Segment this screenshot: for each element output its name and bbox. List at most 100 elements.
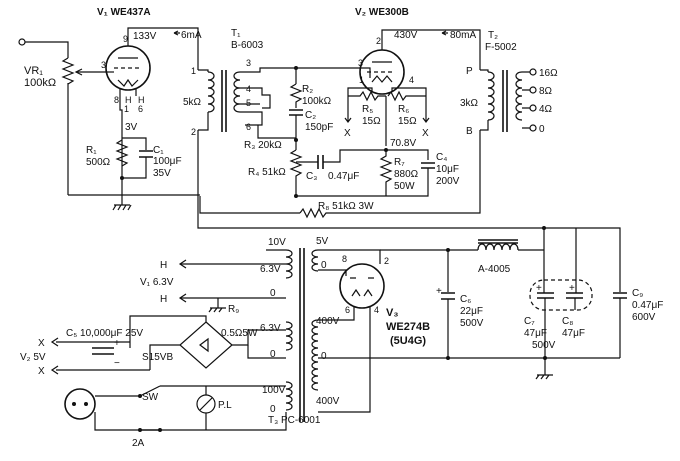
- c7-voltage: 500V: [532, 340, 556, 351]
- r4-resistor: [289, 149, 303, 196]
- t2-out-16: 16Ω: [539, 68, 558, 79]
- v2-current: 80mA: [450, 30, 476, 41]
- c7-plus: +: [536, 283, 542, 294]
- fuse: [138, 428, 162, 432]
- choke-label: A-4005: [478, 264, 511, 275]
- c2-value: 150pF: [305, 122, 333, 133]
- t1-impedance: 5kΩ: [183, 97, 202, 108]
- t3-name: T₃ PC-6001: [268, 415, 321, 426]
- r6-value: 15Ω: [398, 116, 417, 127]
- c6-name: C₆: [460, 294, 471, 305]
- t2-tap-4: [529, 104, 537, 112]
- c6-capacitor: [441, 292, 455, 300]
- t1-model: B-6003: [231, 40, 264, 51]
- power-switch[interactable]: [138, 385, 161, 398]
- pilot-lamp: [196, 394, 216, 414]
- input-terminal: [18, 38, 26, 46]
- r6-resistor: [387, 90, 426, 102]
- v1-current: 6mA: [181, 30, 202, 41]
- t3-10v: 10V: [268, 237, 286, 248]
- v2-supply-voltage: 430V: [394, 30, 418, 41]
- v1-pin8: 8: [114, 95, 119, 105]
- v2-pin2: 2: [376, 36, 381, 46]
- vr1-potentiometer: [61, 57, 108, 195]
- c4-value: 10μF: [436, 164, 459, 175]
- r7-value: 880Ω: [394, 169, 419, 180]
- t1-pin5: 5: [246, 98, 251, 108]
- t3-0-b: 0: [270, 349, 276, 360]
- v2-heater-xa: X: [38, 338, 45, 349]
- c5-capacitor: [92, 347, 114, 355]
- fuse-label: 2A: [132, 438, 145, 449]
- t1-pin2: 2: [191, 127, 196, 137]
- t3-transformer: [285, 248, 319, 422]
- r2-resistor: [289, 83, 303, 108]
- t1-name: T₁: [231, 28, 241, 39]
- v1-pin3: 3: [101, 60, 106, 70]
- c4-voltage: 200V: [436, 176, 460, 187]
- c7-name: C₇: [524, 316, 535, 327]
- interstage-network: R₂ 100kΩ C₂ 150pF R₃ 20kΩ R₄ 51kΩ C₃ 0.4…: [199, 66, 481, 219]
- heater-h2: H: [160, 294, 167, 305]
- v2-pin3: 3: [358, 58, 363, 68]
- r7-resistor: [379, 150, 393, 196]
- c7-value: 47μF: [524, 328, 547, 339]
- v3-pin8: 8: [342, 254, 347, 264]
- t2-out-4: 4Ω: [539, 104, 553, 115]
- r7-wattage: 50W: [394, 181, 415, 192]
- v1-title: V₁ WE437A: [97, 7, 151, 18]
- r9-value: 0.5Ω5W: [221, 328, 258, 339]
- v1-pin9: 9: [123, 34, 128, 44]
- v1-h2: H: [138, 95, 145, 105]
- c8-value: 47μF: [562, 328, 585, 339]
- c6-voltage: 500V: [460, 318, 484, 329]
- t1-pin6: 6: [246, 122, 251, 132]
- c5-label: C₅ 10,000μF 25V: [66, 328, 143, 339]
- vr1-name: VR₁: [24, 65, 43, 77]
- v1-supply-voltage: 133V: [133, 31, 157, 42]
- r5-name: R₅: [362, 104, 373, 115]
- r1-resistor: [115, 139, 129, 167]
- power-supply: T₃ PC-6001 10V 6.3V 0 6.3V 0 100V 0 5V 0…: [20, 227, 663, 449]
- t3-0-e: 0: [321, 351, 327, 362]
- t1-pin1: 1: [191, 66, 196, 76]
- r2-name: R₂: [302, 84, 313, 95]
- c2-capacitor: [289, 109, 303, 116]
- v2-heater-label: V₂ 5V: [20, 352, 46, 363]
- t3-0-c: 0: [270, 404, 276, 415]
- t2-impedance: 3kΩ: [460, 98, 479, 109]
- c9-name: C₉: [632, 288, 643, 299]
- v2-heater-x1: X: [344, 128, 351, 139]
- c3-capacitor: [317, 155, 324, 169]
- c1-capacitor: [139, 150, 153, 158]
- t3-0-a: 0: [270, 288, 276, 299]
- r7-name: R₇: [394, 157, 405, 168]
- v2-title: V₂ WE300B: [355, 7, 409, 18]
- r6-name: R₆: [398, 104, 409, 115]
- t2-tap-16: [529, 68, 537, 76]
- t1-transformer: 1 2 5kΩ T₁ B-6003 3 4 5 6: [183, 28, 371, 139]
- r9-name: R₉: [228, 304, 239, 315]
- t3-63v-b: 6.3V: [260, 323, 281, 334]
- t2-out-8: 8Ω: [539, 86, 553, 97]
- v1-cathode-voltage: 3V: [125, 122, 138, 133]
- v2-pin1: 1: [359, 75, 364, 85]
- c4-capacitor: [421, 162, 435, 169]
- c8-plus: +: [569, 283, 575, 294]
- c6-value: 22μF: [460, 306, 483, 317]
- ground-symbol: [112, 204, 132, 211]
- t2-name: T₂: [488, 30, 498, 41]
- t3-5v: 5V: [316, 236, 329, 247]
- v2-heater-x2: X: [422, 128, 429, 139]
- ps-ground-symbol: [535, 374, 553, 380]
- v2-pin4: 4: [409, 75, 414, 85]
- c7-c8-dual-capacitor: [529, 270, 593, 358]
- v3-pin4: 4: [374, 305, 379, 315]
- t3-0-d: 0: [321, 260, 327, 271]
- v1-h1: H: [125, 95, 132, 105]
- t3-400v-a: 400V: [316, 316, 340, 327]
- t2-b: B: [466, 126, 473, 137]
- r2-value: 100kΩ: [302, 96, 332, 107]
- input-stage: VR₁ 100kΩ V₁ WE437A 9 3 8 H H 1 6 133V 6…: [18, 7, 202, 211]
